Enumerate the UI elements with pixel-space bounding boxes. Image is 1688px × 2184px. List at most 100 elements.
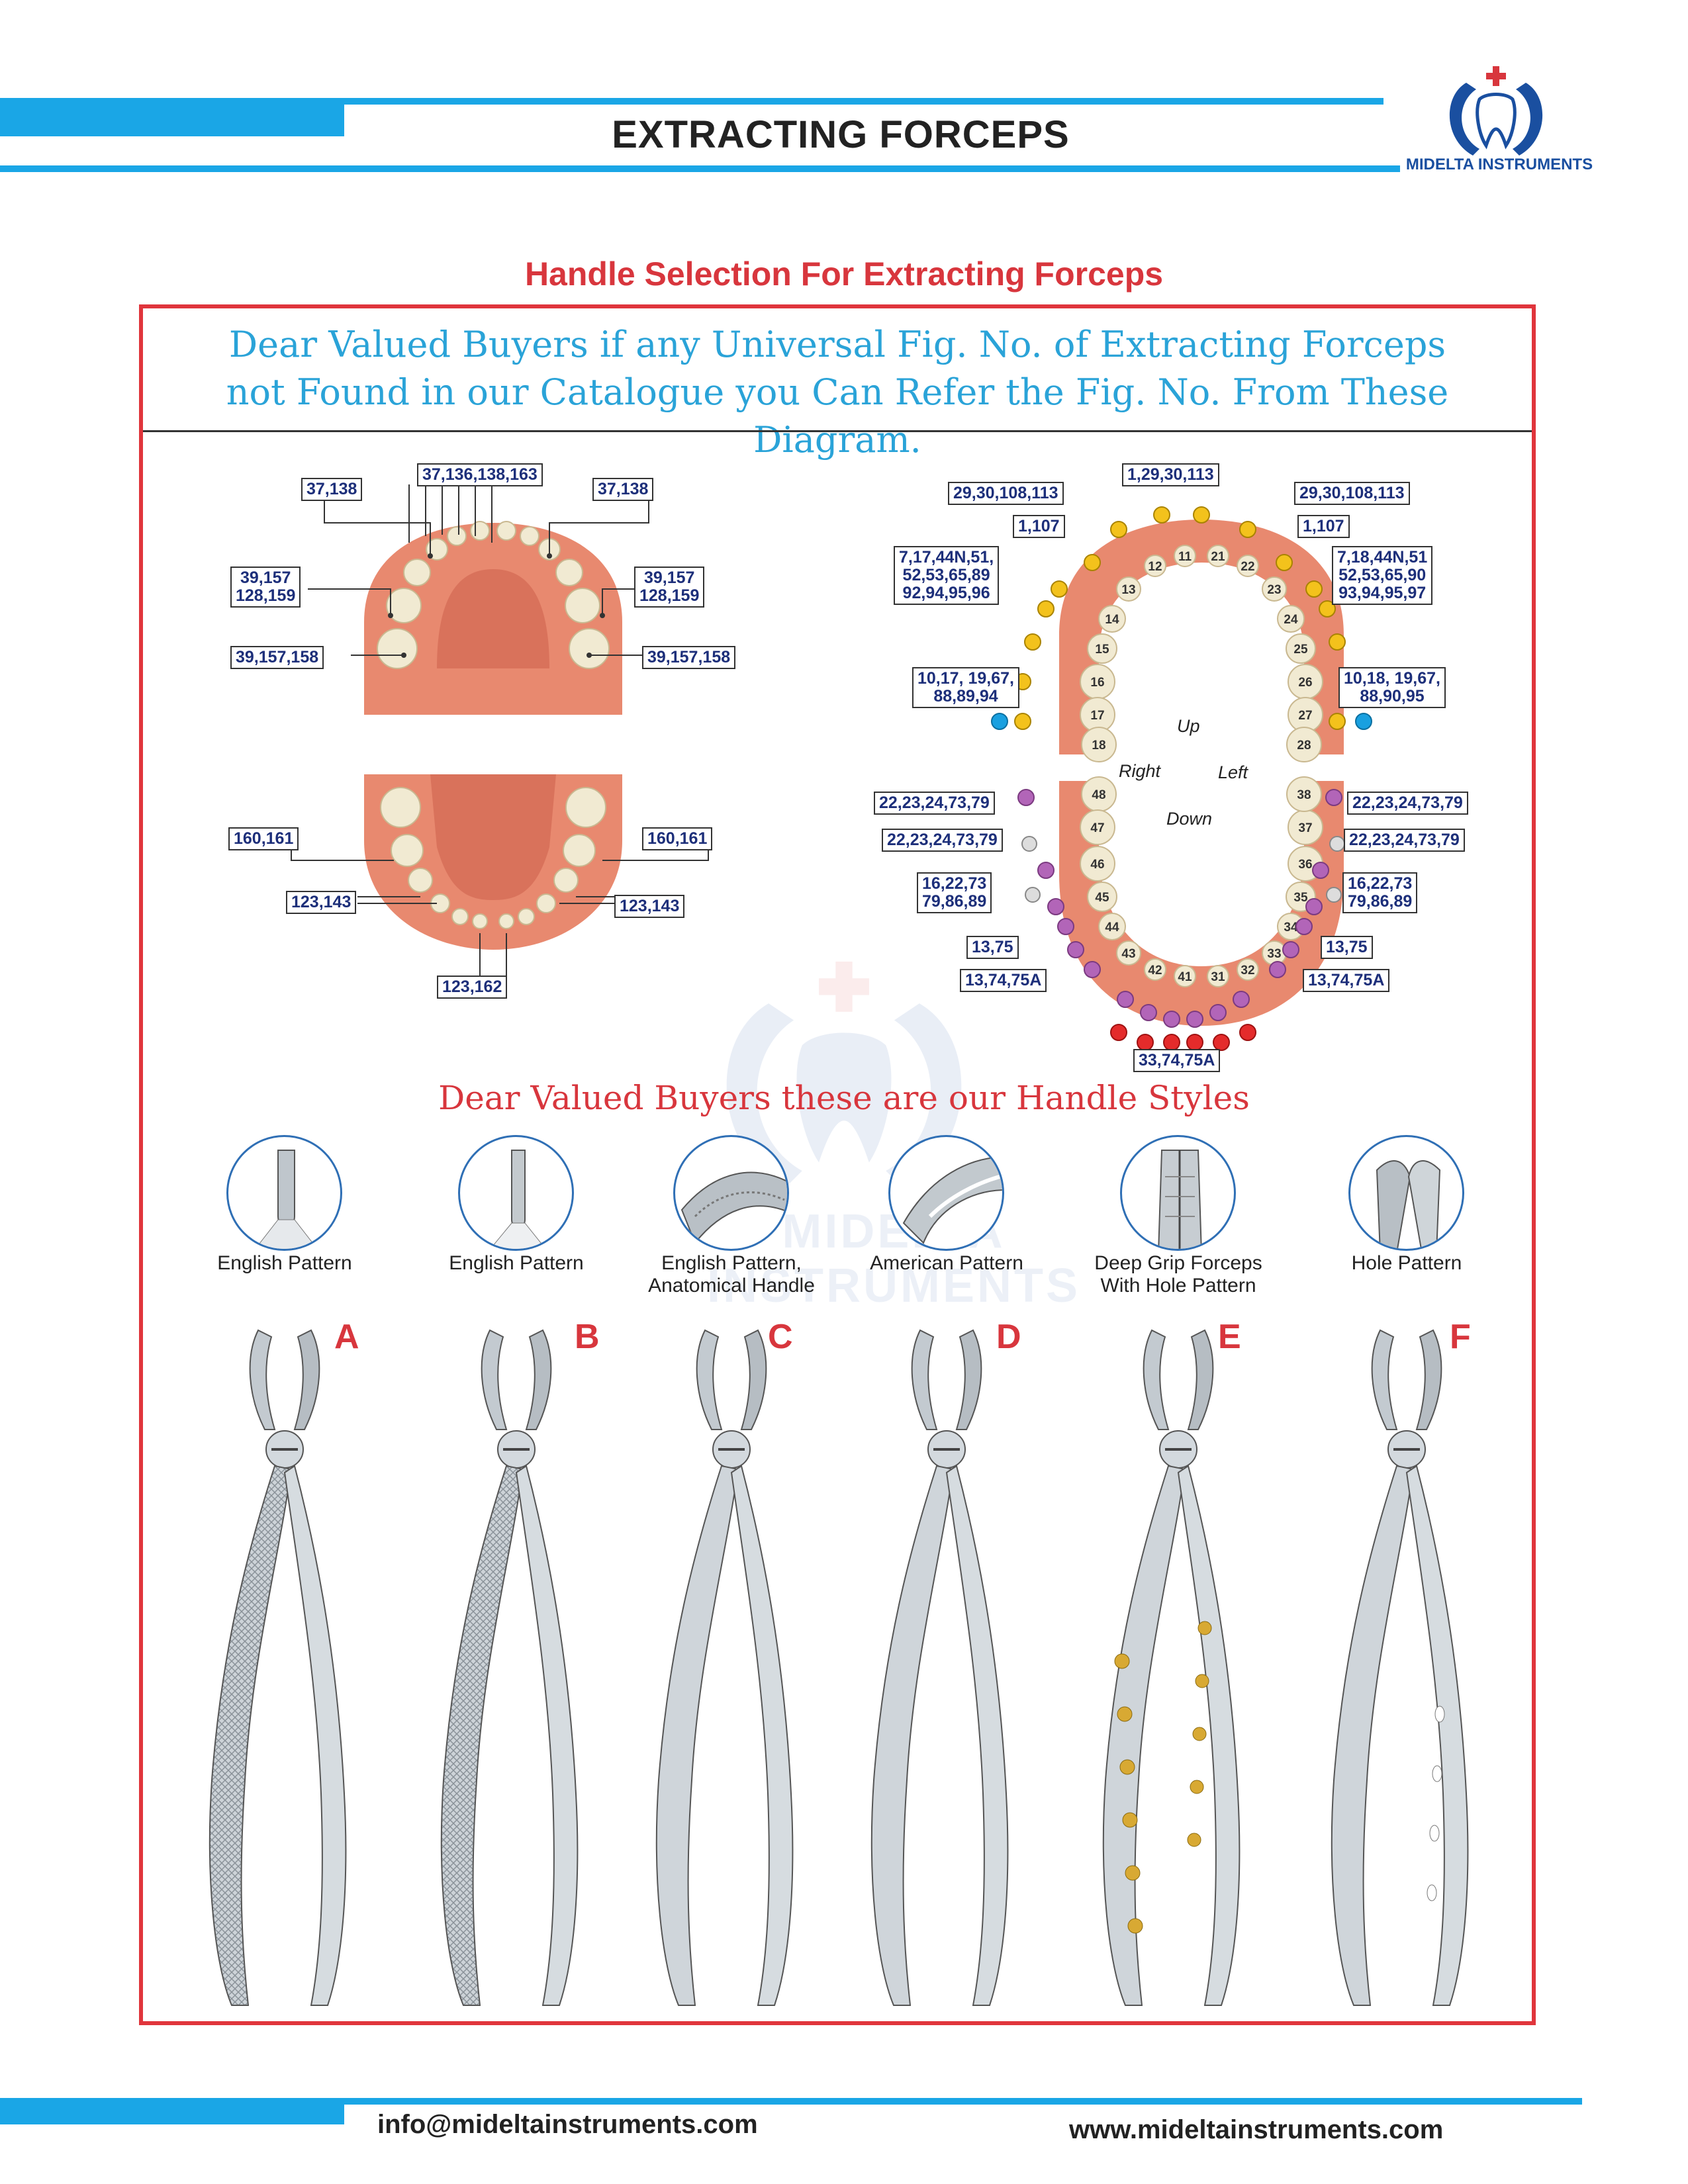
forceps-letter-e: E bbox=[1218, 1318, 1241, 1356]
tooth-number-46: 46 bbox=[1090, 858, 1104, 872]
tooth-number-18: 18 bbox=[1092, 739, 1105, 752]
tooth-number-25: 25 bbox=[1293, 643, 1308, 657]
footer-website[interactable]: www.mideltainstruments.com bbox=[1069, 2115, 1444, 2144]
tooth-15 bbox=[1087, 633, 1117, 664]
intro-line-2: not Found in our Catalogue you Can Refer… bbox=[226, 371, 1449, 461]
tooth-number-23: 23 bbox=[1267, 583, 1281, 597]
tooth-42 bbox=[1144, 958, 1166, 981]
tooth-number-16: 16 bbox=[1090, 676, 1104, 690]
tooth-number-31: 31 bbox=[1211, 970, 1225, 984]
section-title: Handle Selection For Extracting Forceps bbox=[524, 255, 1164, 293]
tooth-13 bbox=[1116, 576, 1141, 602]
content-frame bbox=[139, 304, 1536, 2025]
tooth-number-33: 33 bbox=[1267, 947, 1281, 961]
label-7-17-44n-51: 7,17,44N,51, 52,53,65,89 92,94,95,96 bbox=[894, 546, 1000, 605]
brand-logo-icon bbox=[1449, 66, 1543, 156]
footer-email[interactable]: info@mideltainstruments.com bbox=[377, 2110, 758, 2139]
label-1-107-left: 1,107 bbox=[1013, 515, 1065, 538]
header-bar-top bbox=[0, 98, 1383, 105]
footer-bar-left-block bbox=[0, 2098, 344, 2124]
label-22-23-24-73-79-d: 22,23,24,73,79 bbox=[1344, 829, 1465, 852]
tooth-43 bbox=[1116, 940, 1141, 966]
tooth-number-22: 22 bbox=[1241, 560, 1254, 574]
brand-name: MIDELTA INSTRUMENTS bbox=[1405, 156, 1593, 173]
forceps-a-image bbox=[209, 1329, 347, 2006]
divider bbox=[143, 430, 1532, 432]
tooth-number-43: 43 bbox=[1121, 947, 1135, 961]
left-lower-jaw bbox=[364, 774, 622, 950]
marker-dots bbox=[991, 506, 1372, 1051]
label-29-30-108-113-right: 29,30,108,113 bbox=[1294, 482, 1410, 505]
page-title: EXTRACTING FORCEPS bbox=[612, 113, 1070, 156]
forceps-f-image bbox=[1331, 1329, 1469, 2006]
intro-text: Dear Valued Buyers if any Universal Fig.… bbox=[142, 321, 1532, 464]
label-123-143-right: 123,143 bbox=[614, 895, 685, 918]
direction-down: Down bbox=[1166, 809, 1213, 829]
header-bar-left-block bbox=[0, 105, 344, 136]
tooth-number-47: 47 bbox=[1090, 821, 1104, 835]
handle-style-3-icon bbox=[673, 1135, 789, 1251]
label-160-161-left: 160,161 bbox=[228, 827, 299, 850]
tooth-number-38: 38 bbox=[1297, 788, 1311, 802]
label-39-157-158-right: 39,157,158 bbox=[642, 646, 736, 669]
header-bar-bottom bbox=[0, 165, 1400, 172]
tooth-number-45: 45 bbox=[1095, 891, 1109, 905]
tooth-11 bbox=[1174, 545, 1196, 567]
left-upper-jaw bbox=[364, 521, 622, 715]
label-22-23-24-73-79-c: 22,23,24,73,79 bbox=[882, 829, 1003, 852]
label-13-74-75a-right: 13,74,75A bbox=[1303, 969, 1390, 992]
handle-style-2-caption: English Pattern bbox=[449, 1252, 584, 1274]
label-1-29-30-113: 1,29,30,113 bbox=[1122, 463, 1219, 486]
label-39-157-128-159-left: 39,157 128,159 bbox=[230, 567, 301, 608]
label-7-18-44n-51: 7,18,44N,51 52,53,65,90 93,94,95,97 bbox=[1332, 546, 1433, 605]
tooth-number-26: 26 bbox=[1298, 676, 1312, 690]
tooth-28 bbox=[1286, 727, 1322, 762]
forceps-c-image bbox=[655, 1329, 794, 2006]
label-13-74-75a-left: 13,74,75A bbox=[960, 969, 1047, 992]
forceps-letter-c: C bbox=[768, 1318, 793, 1356]
label-13-75-right: 13,75 bbox=[1321, 936, 1373, 959]
handle-style-6-caption: Hole Pattern bbox=[1351, 1252, 1462, 1274]
handle-style-1-icon bbox=[226, 1135, 342, 1251]
tooth-number-21: 21 bbox=[1211, 550, 1225, 564]
tooth-number-48: 48 bbox=[1092, 788, 1105, 802]
label-16-22-73-left: 16,22,73 79,86,89 bbox=[917, 872, 992, 913]
tooth-number-35: 35 bbox=[1293, 891, 1308, 905]
handle-styles-title: Dear Valued Buyers these are our Handle … bbox=[438, 1079, 1250, 1117]
tooth-number-32: 32 bbox=[1241, 964, 1254, 978]
handle-style-5-icon bbox=[1120, 1135, 1236, 1251]
tooth-25 bbox=[1286, 633, 1316, 664]
tooth-number-37: 37 bbox=[1298, 821, 1312, 835]
tooth-number-44: 44 bbox=[1105, 921, 1119, 934]
forceps-b-image bbox=[440, 1329, 579, 2006]
handle-style-1-caption: English Pattern bbox=[217, 1252, 352, 1274]
tooth-44 bbox=[1098, 913, 1126, 940]
tooth-number-12: 12 bbox=[1148, 560, 1162, 574]
tooth-32 bbox=[1237, 958, 1259, 981]
tooth-number-28: 28 bbox=[1297, 739, 1311, 752]
tooth-number-15: 15 bbox=[1095, 643, 1109, 657]
handle-style-2-icon bbox=[458, 1135, 574, 1251]
tooth-number-14: 14 bbox=[1105, 613, 1119, 627]
forceps-e-image bbox=[1102, 1329, 1241, 2006]
label-16-22-73-right: 16,22,73 79,86,89 bbox=[1342, 872, 1418, 913]
direction-right: Right bbox=[1119, 761, 1161, 781]
label-123-143-left: 123,143 bbox=[286, 891, 357, 914]
label-33-74-75a: 33,74,75A bbox=[1133, 1049, 1221, 1072]
label-29-30-108-113-left: 29,30,108,113 bbox=[948, 482, 1064, 505]
handle-style-4-icon bbox=[888, 1135, 1004, 1251]
direction-up: Up bbox=[1177, 716, 1200, 736]
intro-line-1: Dear Valued Buyers if any Universal Fig.… bbox=[228, 324, 1446, 365]
label-37-136-138-163: 37,136,138,163 bbox=[417, 463, 543, 486]
label-22-23-24-73-79-b: 22,23,24,73,79 bbox=[1347, 792, 1468, 815]
forceps-d-image bbox=[870, 1329, 1009, 2006]
label-37-138-right: 37,138 bbox=[592, 478, 654, 501]
label-1-107-right: 1,107 bbox=[1297, 515, 1350, 538]
tooth-number-11: 11 bbox=[1178, 550, 1192, 564]
label-13-75-left: 13,75 bbox=[966, 936, 1019, 959]
label-37-138-left: 37,138 bbox=[301, 478, 363, 501]
tooth-45 bbox=[1087, 882, 1117, 912]
tooth-number-17: 17 bbox=[1090, 709, 1104, 723]
forceps-letter-b: B bbox=[575, 1318, 600, 1356]
